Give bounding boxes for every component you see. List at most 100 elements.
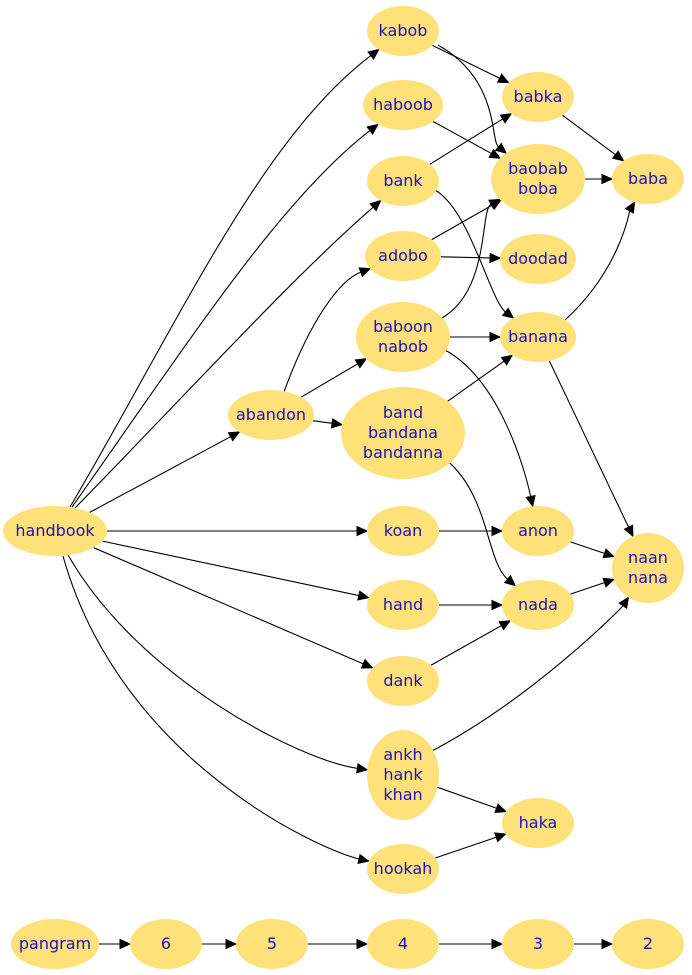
edge-bank-to-babka (429, 113, 513, 165)
node-label: baba (628, 169, 668, 188)
node-pangram: pangram (11, 919, 99, 969)
edge-layer (62, 44, 636, 950)
arrowhead-icon (119, 938, 132, 950)
edge-handbook-to-haboob (71, 123, 379, 508)
node-ellipse (356, 302, 450, 372)
node-label: koan (384, 521, 422, 540)
node-doodad: doodad (500, 234, 576, 284)
node-label: babka (514, 87, 563, 106)
node-ellipse (367, 506, 439, 556)
edge-band-to-nada (439, 454, 517, 587)
node-label: naan (628, 548, 668, 567)
node-kabob: kabob (367, 6, 439, 56)
node-ellipse (502, 919, 574, 969)
edge-c3-to-c2 (574, 938, 614, 950)
node-label: hookah (374, 859, 433, 878)
arrowhead-icon (356, 938, 369, 950)
node-babka: babka (502, 72, 574, 122)
node-label: band (383, 403, 423, 422)
edge-line (312, 420, 333, 424)
edge-handbook-to-dank (93, 547, 374, 669)
arrowhead-icon (330, 418, 344, 429)
edge-abandon-to-baboon (300, 358, 368, 398)
arrowhead-icon (356, 525, 369, 537)
arrowhead-icon (491, 525, 504, 537)
node-ellipse (612, 533, 684, 603)
edge-baboon-to-baobab (441, 198, 501, 319)
node-ellipse (491, 144, 585, 214)
node-label: bandanna (363, 443, 443, 462)
node-ellipse (502, 506, 574, 556)
edge-banana-to-baba (564, 201, 636, 321)
edge-handbook-to-koan (107, 525, 369, 537)
arrowhead-icon (357, 853, 370, 864)
node-ellipse (367, 730, 439, 820)
node-ellipse (502, 798, 574, 848)
edge-line (434, 189, 506, 313)
node-adobo: adobo (365, 231, 441, 281)
arrowhead-icon (494, 142, 508, 154)
edge-nada-to-naan (570, 577, 616, 595)
arrowhead-icon (500, 354, 514, 366)
edge-babka-to-baba (562, 114, 625, 162)
edge-line (69, 55, 372, 508)
edge-line (283, 271, 361, 393)
node-ellipse (367, 580, 439, 630)
edge-line (570, 582, 605, 595)
node-haka: haka (502, 798, 574, 848)
node-dank: dank (367, 656, 439, 706)
edge-koan-to-anon (439, 525, 504, 537)
edge-line (300, 363, 358, 398)
edge-banana-to-naan (548, 360, 634, 538)
arrowhead-icon (503, 574, 517, 587)
edge-line (89, 436, 231, 513)
node-ellipse (365, 231, 441, 281)
edge-baboon-to-banana (450, 331, 502, 343)
arrowhead-icon (501, 307, 515, 319)
edge-band-to-banana (447, 354, 514, 402)
node-label: dank (383, 671, 423, 690)
edge-abandon-to-adobo (283, 267, 372, 393)
edge-line (441, 203, 492, 319)
node-label: nana (628, 568, 668, 587)
node-label: 5 (267, 934, 277, 953)
edge-abandon-to-band (312, 418, 344, 429)
edge-line (71, 130, 371, 508)
edge-line (440, 256, 491, 259)
arrowhead-icon (366, 123, 379, 136)
node-ellipse (228, 390, 314, 440)
edge-adobo-to-baobab (431, 199, 502, 241)
edge-line (430, 625, 502, 666)
edge-bank-to-banana (434, 189, 515, 319)
node-ellipse (3, 506, 107, 556)
edge-line (429, 118, 503, 165)
edge-c4-to-c3 (439, 938, 504, 950)
edge-line (437, 44, 499, 148)
node-ellipse (236, 919, 308, 969)
edge-line (432, 121, 492, 154)
node-bank: bank (367, 156, 439, 206)
node-label: 2 (643, 934, 653, 953)
node-label: anon (518, 521, 558, 540)
node-label: nabob (378, 337, 428, 356)
node-c5: 5 (236, 919, 308, 969)
node-label: 4 (398, 934, 408, 953)
edge-kabob-to-babka (432, 44, 510, 84)
arrowhead-icon (357, 590, 370, 601)
edge-line (570, 541, 605, 554)
node-label: bandana (368, 423, 438, 442)
arrowhead-icon (525, 494, 536, 508)
node-label: haka (519, 813, 558, 832)
arrowhead-icon (369, 199, 382, 212)
node-label: baboon (373, 317, 433, 336)
node-hookah: hookah (367, 844, 439, 894)
node-label: nada (518, 595, 558, 614)
node-ellipse (502, 580, 574, 630)
node-koan: koan (367, 506, 439, 556)
arrowhead-icon (354, 358, 368, 369)
node-label: baobab (508, 159, 568, 178)
edge-line (437, 786, 497, 809)
edge-line (564, 210, 631, 321)
